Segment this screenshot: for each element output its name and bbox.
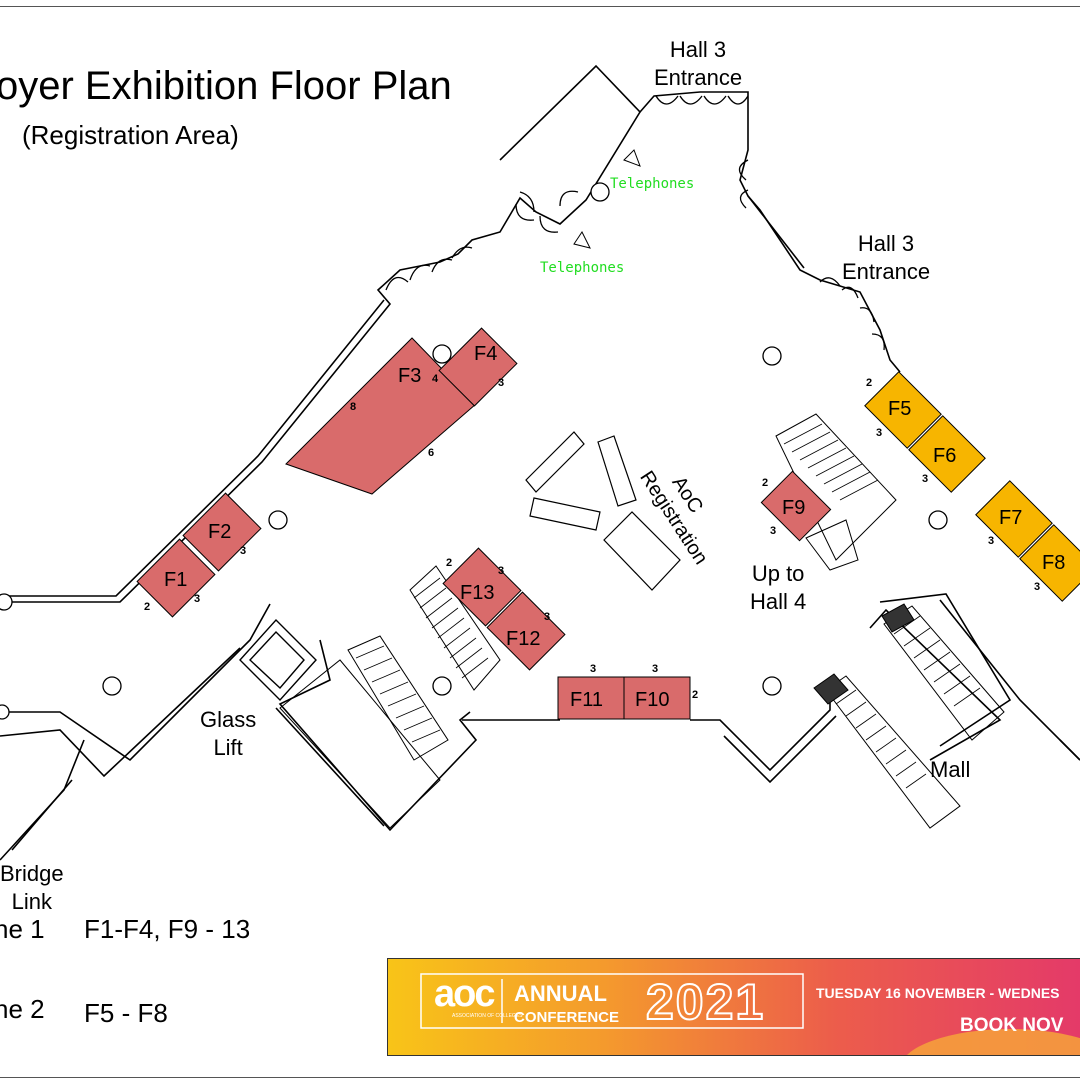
aoc-logo: aoc <box>434 973 496 1015</box>
stand-label-f11: F11 <box>570 689 603 711</box>
stand-f13[interactable] <box>442 547 522 627</box>
glass-lift-shaft <box>239 618 317 702</box>
dim-f13-a: 2 <box>446 557 452 569</box>
page-title: oyer Exhibition Floor Plan <box>0 64 452 108</box>
telephones-label-2: Telephones <box>540 260 625 276</box>
stand-label-f5: F5 <box>888 398 911 420</box>
stand-label-f12: F12 <box>506 628 540 650</box>
book-now-link[interactable]: BOOK NOV <box>960 1015 1064 1036</box>
conference-banner[interactable]: aoc ASSOCIATION OF COLLEGES ANNUAL CONFE… <box>387 958 1080 1056</box>
zone-2-name: ne 2 <box>0 994 45 1024</box>
page-subtitle: (Registration Area) <box>22 120 239 150</box>
registration-desks <box>525 431 681 591</box>
stand-f7[interactable] <box>975 480 1053 558</box>
staircases <box>279 413 1005 829</box>
dim-f8: 3 <box>1034 581 1040 593</box>
stand-label-f2: F2 <box>208 521 231 543</box>
dim-f4: 3 <box>498 377 504 389</box>
dim-f9-b: 3 <box>770 525 776 537</box>
stand-label-f4: F4 <box>474 343 497 365</box>
stand-label-f9: F9 <box>782 497 805 519</box>
stand-f12[interactable] <box>486 591 566 671</box>
dim-f2: 3 <box>240 545 246 557</box>
stand-label-f10: F10 <box>635 689 669 711</box>
stand-label-f13: F13 <box>460 582 494 604</box>
building-walls <box>0 64 1080 861</box>
telephones-label-1: Telephones <box>610 176 695 192</box>
banner-conference: CONFERENCE <box>514 1009 620 1026</box>
zone-1-stands: F1-F4, F9 - 13 <box>84 914 251 944</box>
stand-f10[interactable] <box>623 676 691 720</box>
dim-f10-a: 3 <box>652 663 658 675</box>
stand-label-f3: F3 <box>398 365 421 387</box>
dim-f5-a: 2 <box>866 377 872 389</box>
banner-year: 2021 <box>645 973 766 1031</box>
banner-annual: ANNUAL <box>514 981 607 1006</box>
dim-f3-a: 4 <box>432 373 439 385</box>
dim-f9-a: 2 <box>762 477 768 489</box>
stand-f4[interactable] <box>438 327 518 407</box>
stand-f9[interactable] <box>760 470 832 542</box>
dim-f12: 3 <box>544 611 550 623</box>
dim-f7: 3 <box>988 535 994 547</box>
stand-label-f7: F7 <box>999 507 1022 529</box>
zone-2-stands: F5 - F8 <box>84 998 168 1028</box>
banner-date: TUESDAY 16 NOVEMBER - WEDNES <box>816 985 1060 1001</box>
stand-f8[interactable] <box>1019 524 1080 602</box>
dim-f11: 3 <box>590 663 596 675</box>
stand-f6[interactable] <box>908 415 986 493</box>
stand-label-f1: F1 <box>164 569 187 591</box>
banner-logo-frame <box>420 973 804 1029</box>
stand-dimensions: 2 3 3 4 8 6 3 2 3 3 3 3 2 3 3 2 3 3 2 3 <box>144 373 1040 701</box>
dim-f3-b: 8 <box>350 401 356 413</box>
stand-f1[interactable] <box>136 538 216 618</box>
aoc-logo-subtext: ASSOCIATION OF COLLEGES <box>452 1013 523 1019</box>
stand-label-f6: F6 <box>933 445 956 467</box>
mall-label: Mall <box>930 757 971 782</box>
dim-f1-b: 3 <box>194 593 200 605</box>
dim-f5-b: 3 <box>876 427 882 439</box>
dim-f10-b: 2 <box>692 689 698 701</box>
door-arcs <box>385 95 885 351</box>
dim-f6: 3 <box>922 473 928 485</box>
exhibition-stands <box>136 327 1080 720</box>
columns <box>0 182 948 720</box>
dim-f3-c: 6 <box>428 447 434 459</box>
stand-labels: F1 F2 F3 F4 F5 F6 F7 F8 F9 F10 F11 F12 F… <box>164 343 1065 711</box>
zone-1-name: ne 1 <box>0 914 45 944</box>
dim-f1-a: 2 <box>144 601 150 613</box>
telephone-booths <box>573 149 641 249</box>
stand-f2[interactable] <box>182 492 262 572</box>
stand-label-f8: F8 <box>1042 552 1065 574</box>
stand-f5[interactable] <box>864 371 942 449</box>
dim-f13-b: 3 <box>498 565 504 577</box>
